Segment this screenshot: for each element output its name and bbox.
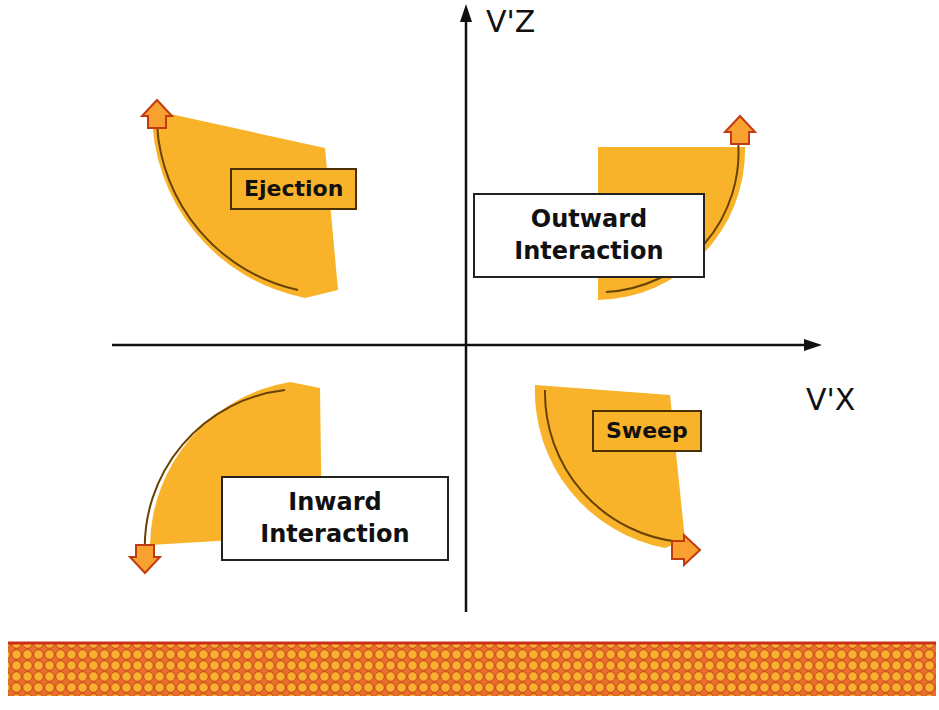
axis-arrowhead [804,339,822,351]
label-text: Sweep [606,418,688,444]
label-text: Inward Interaction [239,486,431,551]
quadrant-label-box: Inward Interaction [221,476,449,561]
wall-edge [8,642,936,645]
axes [112,14,812,612]
wall-grains [8,642,936,696]
axis-label: V'Z [486,4,535,39]
quadrant-label: Sweep [592,410,702,452]
label-text: Outward Interaction [491,203,687,268]
quadrant-label: Ejection [230,168,357,210]
axis-label: V'X [806,382,855,417]
quadrant-label-box: Outward Interaction [473,193,705,278]
axis-arrowhead [460,4,472,22]
label-text: Ejection [244,176,343,202]
arrow-heads [130,100,755,573]
